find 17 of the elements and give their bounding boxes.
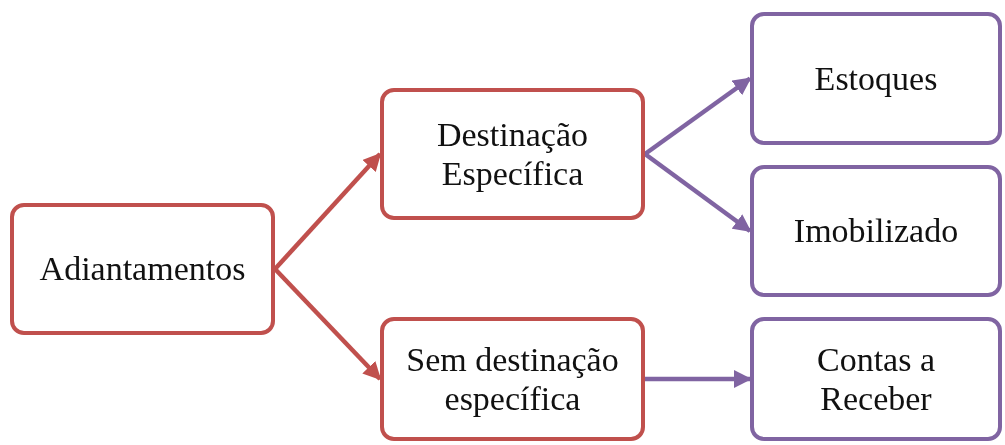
box-label: Imobilizado xyxy=(793,211,959,251)
arrow xyxy=(273,267,382,381)
rounded-box xyxy=(750,12,1002,145)
box-label: Sem destinação específica xyxy=(405,339,620,419)
rounded-box xyxy=(750,317,1002,441)
box-label: Contas a Receber xyxy=(815,339,936,419)
rounded-box xyxy=(750,165,1002,297)
rounded-box xyxy=(380,88,645,220)
arrow xyxy=(643,152,752,233)
arrow xyxy=(643,76,752,156)
rounded-box xyxy=(380,317,645,441)
box-label: Destinação Específica xyxy=(435,114,589,194)
arrow xyxy=(645,370,752,388)
box-label: Adiantamentos xyxy=(39,249,246,289)
box-label: Estoques xyxy=(814,58,938,99)
rounded-box xyxy=(10,203,275,335)
arrow xyxy=(273,152,382,271)
